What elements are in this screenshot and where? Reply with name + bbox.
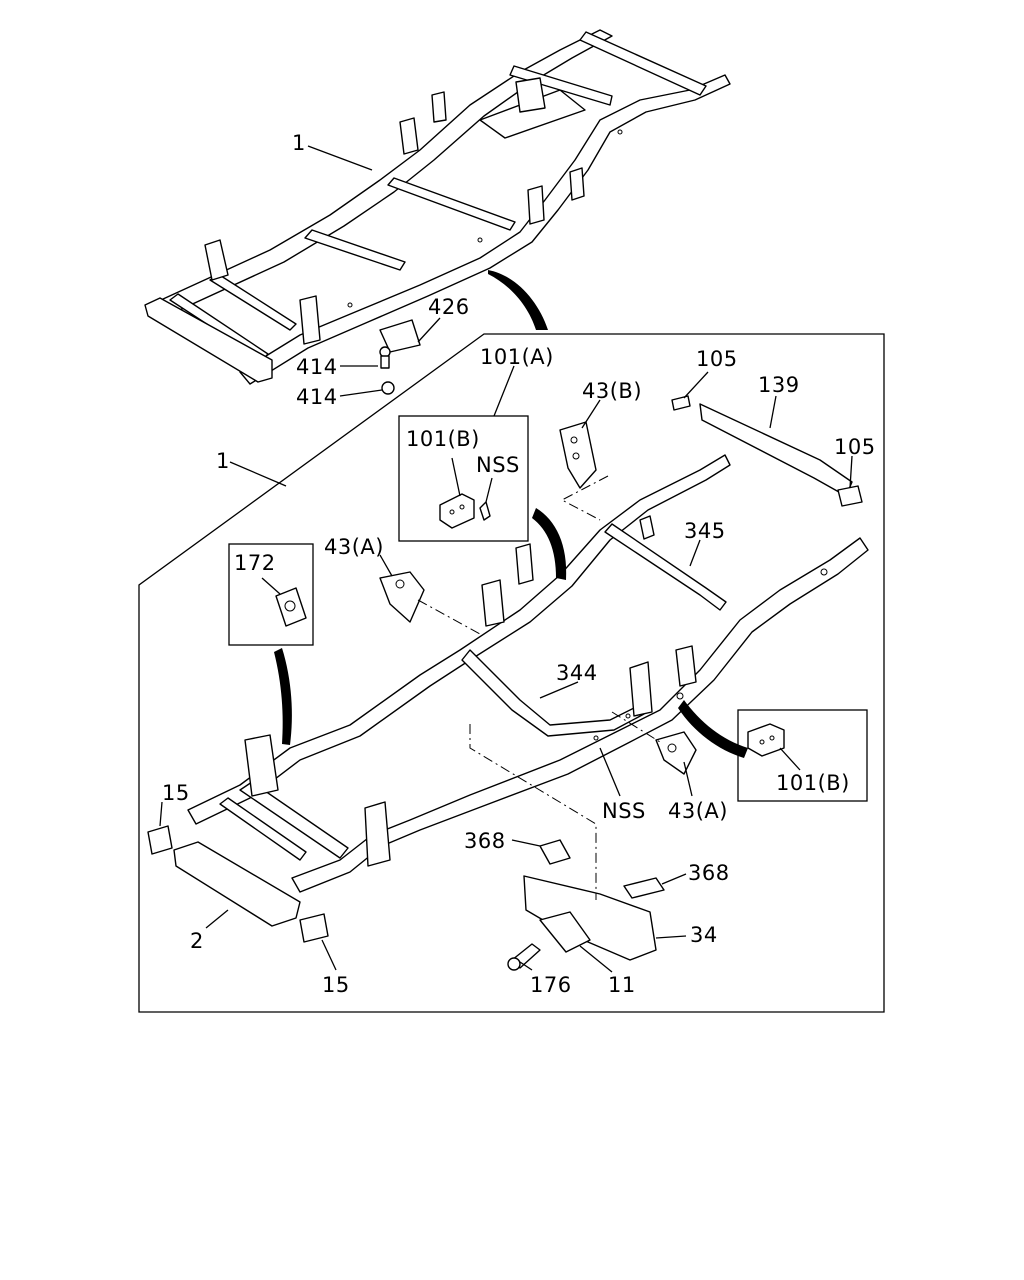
callout-414-a: 414 xyxy=(296,355,338,379)
frame-overview-drawing xyxy=(144,29,731,395)
callout-43b: 43(B) xyxy=(582,379,642,403)
callout-105-top: 105 xyxy=(696,347,738,371)
callout-nss-main: NSS xyxy=(602,799,646,823)
callout-11: 11 xyxy=(608,973,636,997)
callout-172: 172 xyxy=(234,551,276,575)
callout-frame-overview: 1 xyxy=(292,131,306,155)
callout-426: 426 xyxy=(428,295,470,319)
callout-43a-right: 43(A) xyxy=(668,799,728,823)
callout-368-left: 368 xyxy=(464,829,506,853)
callout-2: 2 xyxy=(190,929,204,953)
callout-34: 34 xyxy=(690,923,718,947)
callout-344: 344 xyxy=(556,661,598,685)
callout-176: 176 xyxy=(530,973,572,997)
callout-15-top: 15 xyxy=(162,781,190,805)
callout-101b-right: 101(B) xyxy=(776,771,850,795)
callout-345: 345 xyxy=(684,519,726,543)
callout-101b-inset: 101(B) xyxy=(406,427,480,451)
callout-15-bottom: 15 xyxy=(322,973,350,997)
callout-139: 139 xyxy=(758,373,800,397)
inset-101b-nss xyxy=(398,415,529,542)
callout-nss-inset: NSS xyxy=(476,453,520,477)
callout-43a-left: 43(A) xyxy=(324,535,384,559)
callout-414-b: 414 xyxy=(296,385,338,409)
callout-368-right: 368 xyxy=(688,861,730,885)
callout-frame-assembly: 1 xyxy=(216,449,230,473)
detail-view-boundary xyxy=(138,333,885,1013)
callout-105-right: 105 xyxy=(834,435,876,459)
callout-101a: 101(A) xyxy=(480,345,554,369)
frame-assembly-drawing xyxy=(147,395,869,971)
inset-172 xyxy=(228,543,314,646)
